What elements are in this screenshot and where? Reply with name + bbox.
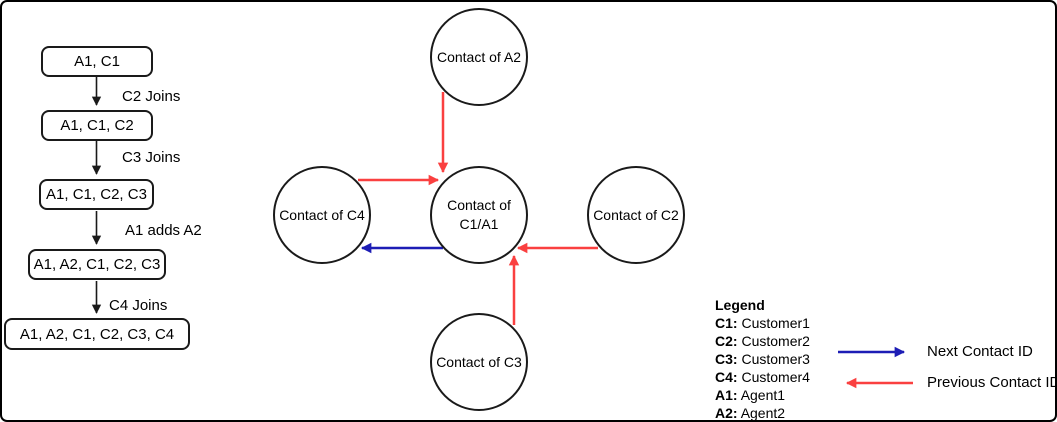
node-contact-of-c3: Contact of C3 (430, 313, 528, 411)
legend-entry-c1: C1: Customer1 (715, 314, 810, 332)
flow-step-5-label: A1, A2, C1, C2, C3, C4 (19, 325, 175, 343)
legend-title: Legend (715, 297, 765, 313)
legend-entry-c4-value: Customer4 (741, 369, 810, 385)
node-contact-of-c1-a1: Contact of C1/A1 (430, 166, 528, 264)
flow-step-1: A1, C1 (41, 46, 153, 77)
legend-entry-c3-key: C3: (715, 351, 738, 367)
legend-entry-a1: A1: Agent1 (715, 386, 810, 404)
node-contact-of-c4-label: Contact of C4 (279, 206, 365, 223)
transition-label-c2-joins: C2 Joins (122, 88, 181, 105)
flow-step-2: A1, C1, C2 (41, 110, 153, 141)
flow-step-4: A1, A2, C1, C2, C3 (28, 249, 166, 280)
legend-entry-a1-value: Agent1 (740, 387, 786, 403)
flow-step-3: A1, C1, C2, C3 (39, 179, 154, 210)
flow-step-4-label: A1, A2, C1, C2, C3 (33, 256, 161, 273)
legend-entry-c2-value: Customer2 (741, 333, 810, 349)
node-contact-of-c2-label: Contact of C2 (593, 206, 679, 223)
node-contact-of-c2: Contact of C2 (587, 166, 685, 264)
legend-entry-c3: C3: Customer3 (715, 350, 810, 368)
legend-entry-c2: C2: Customer2 (715, 332, 810, 350)
legend-entry-a2: A2: Agent2 (715, 404, 810, 421)
legend-entry-c2-key: C2: (715, 333, 738, 349)
flow-step-1-label: A1, C1 (74, 53, 120, 70)
legend-entry-c1-key: C1: (715, 315, 738, 331)
flow-step-5: A1, A2, C1, C2, C3, C4 (4, 318, 190, 350)
node-contact-of-a2-label: Contact of A2 (436, 48, 522, 65)
legend-entry-c3-value: Customer3 (741, 351, 810, 367)
transition-label-c3-joins: C3 Joins (122, 149, 181, 166)
legend-previous-contact-id-label: Previous Contact ID (927, 374, 1057, 391)
legend-entry-a2-value: Agent2 (740, 405, 786, 421)
node-contact-of-c4: Contact of C4 (273, 166, 371, 264)
node-contact-of-c3-label: Contact of C3 (436, 353, 522, 370)
legend-entry-c1-value: Customer1 (741, 315, 810, 331)
node-contact-of-c1-a1-label: Contact of C1/A1 (447, 197, 511, 232)
transition-label-c4-joins: C4 Joins (109, 297, 168, 314)
flow-step-3-label: A1, C1, C2, C3 (46, 186, 147, 203)
legend-entry-a2-key: A2: (715, 405, 738, 421)
legend-entry-c4: C4: Customer4 (715, 368, 810, 386)
legend-next-contact-id-label: Next Contact ID (927, 343, 1033, 360)
transition-label-a1-adds-a2: A1 adds A2 (125, 222, 202, 239)
legend: Legend C1: Customer1 C2: Customer2 C3: C… (715, 296, 810, 421)
node-contact-of-a2: Contact of A2 (430, 8, 528, 106)
flow-step-2-label: A1, C1, C2 (60, 117, 134, 134)
legend-entry-a1-key: A1: (715, 387, 738, 403)
legend-entry-c4-key: C4: (715, 369, 738, 385)
